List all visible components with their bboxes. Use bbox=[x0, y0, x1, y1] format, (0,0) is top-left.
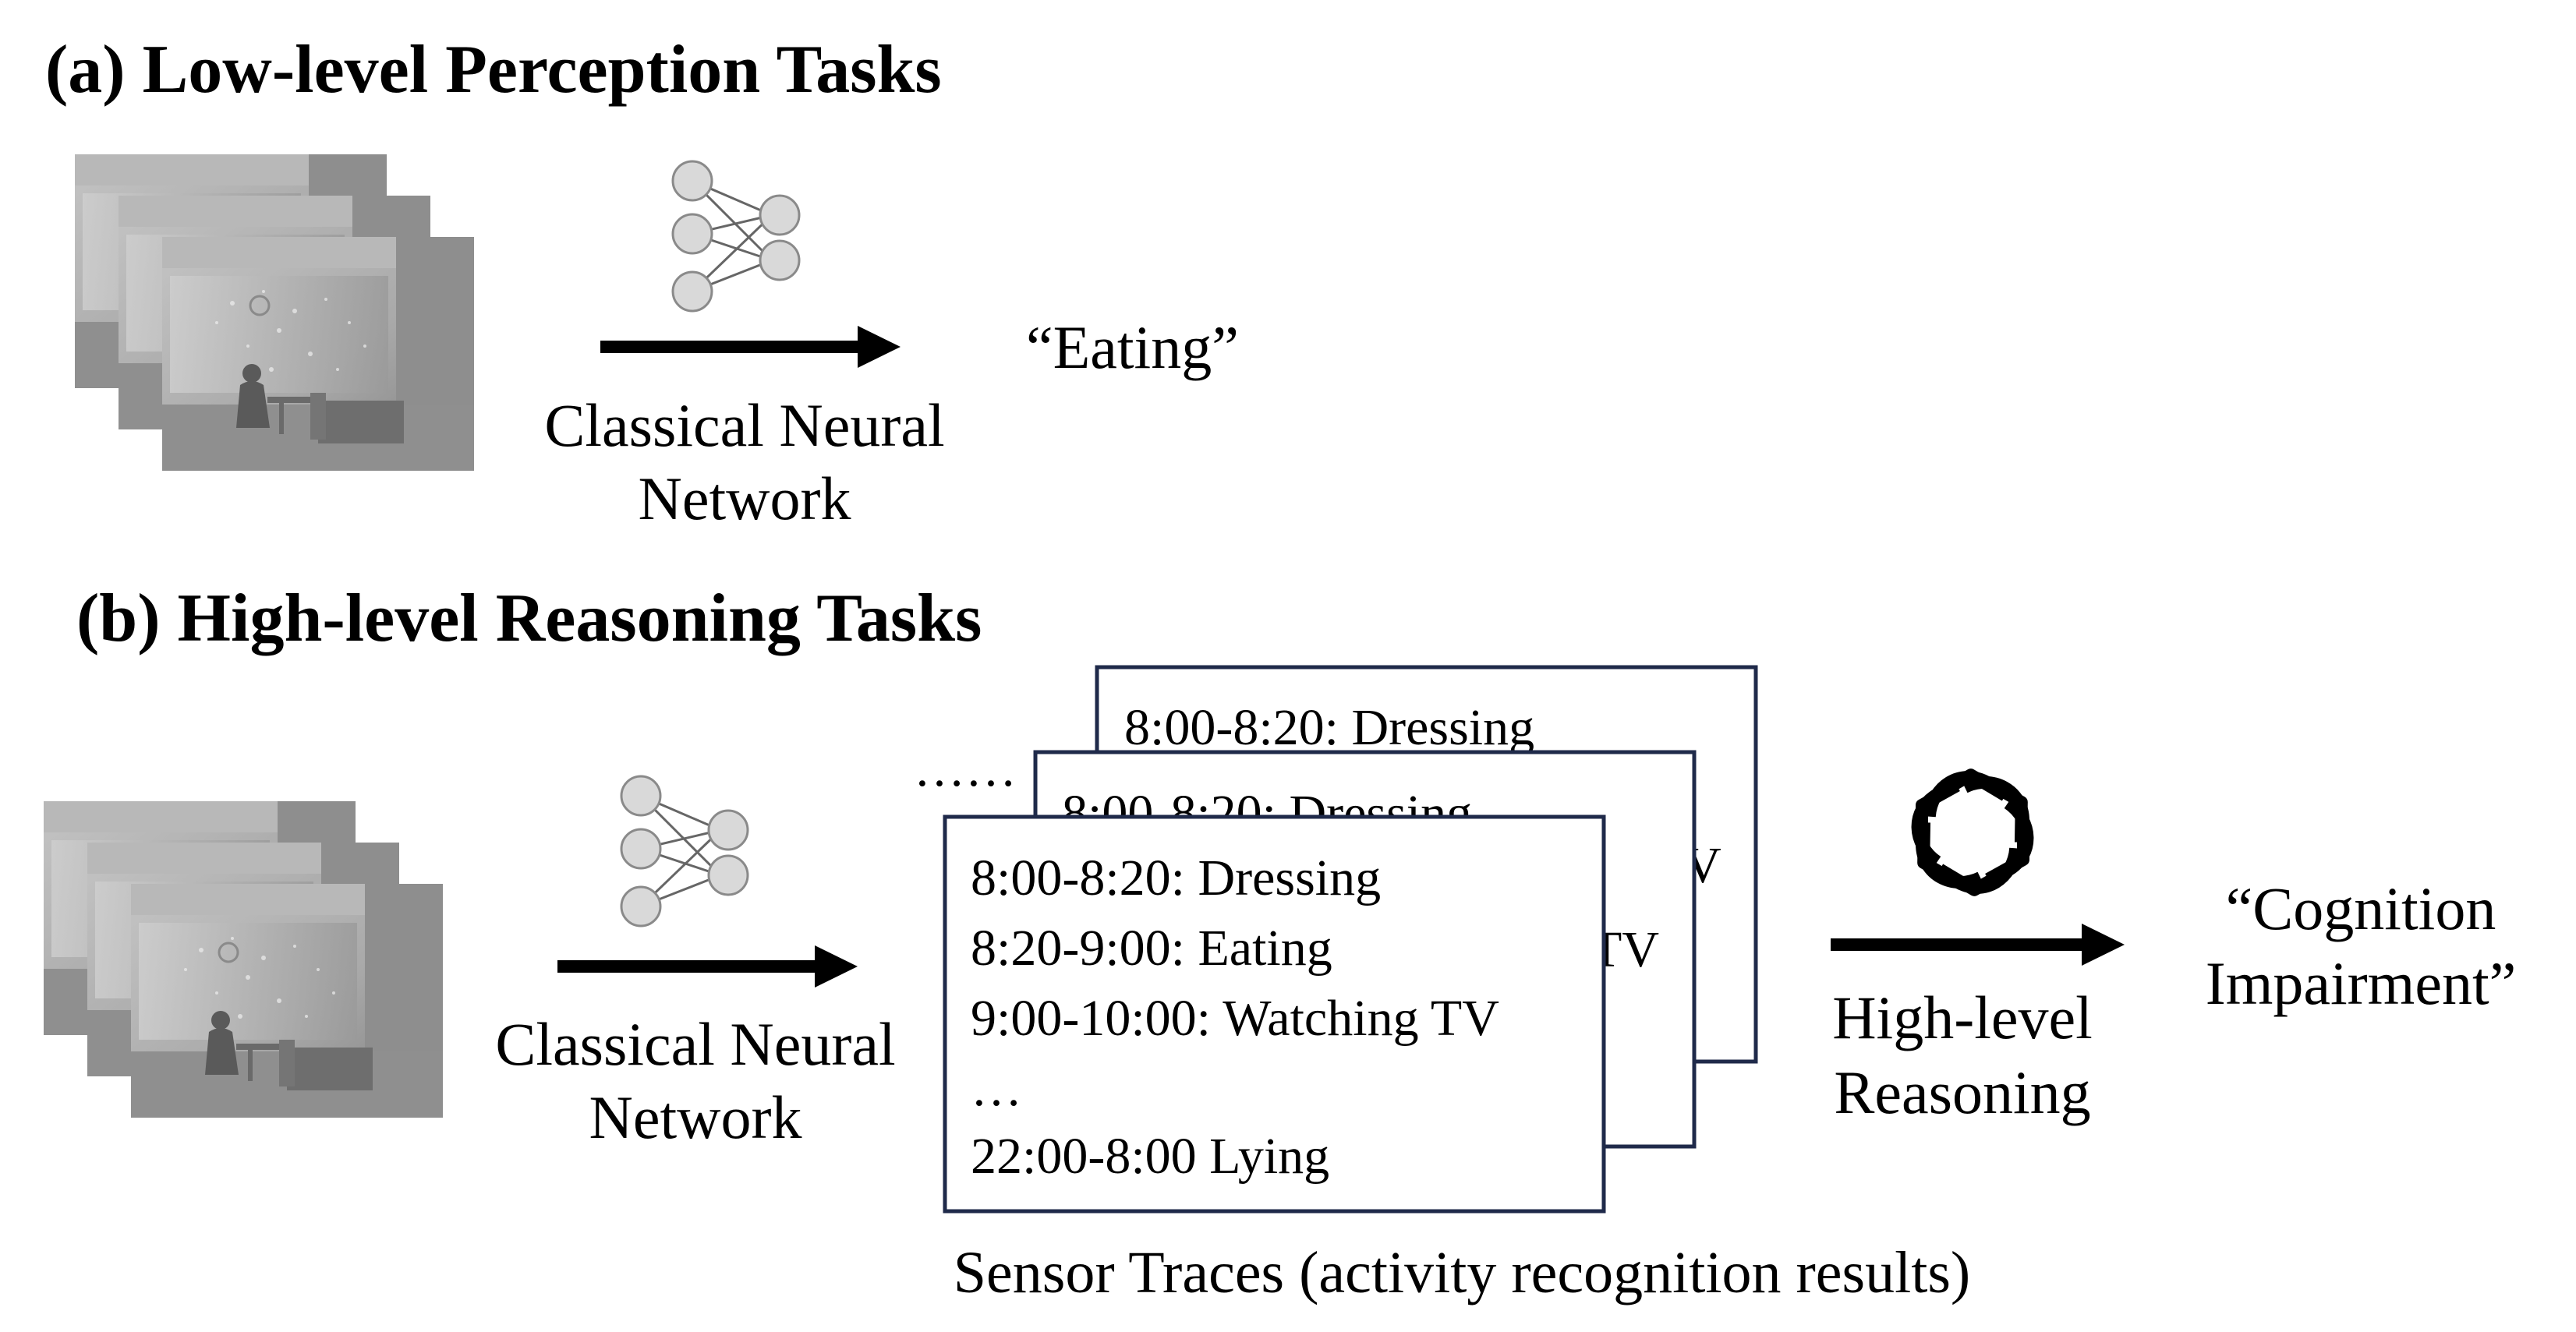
input-frames-b bbox=[44, 801, 443, 1118]
model-label-b-line1: Classical Neural bbox=[495, 1010, 895, 1078]
arrow-b2 bbox=[1831, 924, 2125, 966]
trace-line-2: 8:20-9:00: Eating bbox=[971, 920, 1332, 977]
reasoning-label-line2: Reasoning bbox=[1834, 1058, 2090, 1126]
output-a: “Eating” bbox=[1026, 313, 1239, 381]
model-label-a-line1: Classical Neural bbox=[544, 391, 944, 459]
input-frames-a bbox=[75, 154, 474, 471]
output-b-line1: “Cognition bbox=[2226, 874, 2496, 942]
trace-line-4: … bbox=[971, 1060, 1022, 1117]
trace-line-3: 9:00-10:00: Watching TV bbox=[971, 990, 1499, 1047]
trace-card-front: 8:00-8:20: Dressing 8:20-9:00: Eating 9:… bbox=[943, 814, 1606, 1214]
trace-back-line1: 8:00-8:20: Dressing bbox=[1124, 699, 1534, 756]
arrow-a bbox=[600, 326, 901, 368]
trace-line-1: 8:00-8:20: Dressing bbox=[971, 850, 1381, 906]
trace-line-5: 22:00-8:00 Lying bbox=[971, 1128, 1329, 1185]
traces-ellipsis: …… bbox=[914, 740, 1017, 797]
neural-network-icon bbox=[671, 160, 801, 313]
openai-logo-icon bbox=[1911, 768, 2034, 896]
section-b-heading: (b) High-level Reasoning Tasks bbox=[76, 581, 982, 656]
traces-caption: Sensor Traces (activity recognition resu… bbox=[954, 1240, 1970, 1306]
neural-network-icon bbox=[620, 775, 749, 927]
reasoning-label-line1: High-level bbox=[1832, 984, 2093, 1051]
arrow-b1 bbox=[557, 945, 858, 988]
model-label-a-line2: Network bbox=[639, 465, 851, 532]
section-a-heading: (a) Low-level Perception Tasks bbox=[45, 32, 942, 108]
model-label-b-line2: Network bbox=[589, 1083, 802, 1151]
output-b-line2: Impairment” bbox=[2206, 949, 2517, 1017]
